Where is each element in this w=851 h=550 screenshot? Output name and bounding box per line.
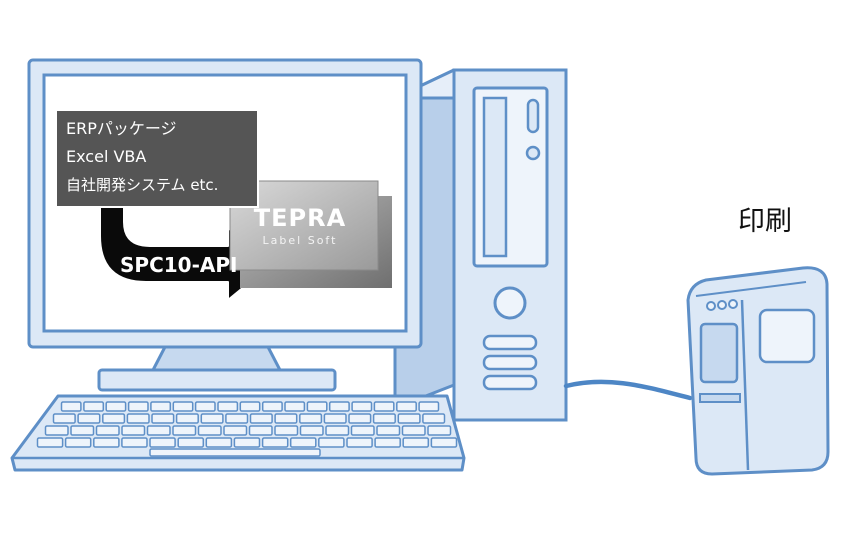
keyboard-key bbox=[374, 437, 401, 448]
pc-tower bbox=[393, 68, 568, 422]
power-button bbox=[493, 286, 527, 320]
tower-vents bbox=[482, 334, 538, 391]
label-printer bbox=[686, 266, 830, 476]
keyboard-key bbox=[64, 437, 92, 448]
keyboard-key bbox=[401, 425, 426, 436]
keyboard bbox=[10, 394, 466, 472]
usb-cable bbox=[563, 379, 693, 401]
keyboard-key bbox=[325, 425, 350, 436]
keyboard-key bbox=[372, 413, 396, 424]
keyboard-key bbox=[233, 437, 261, 448]
keyboard-key bbox=[351, 401, 373, 412]
keyboard-key bbox=[126, 413, 150, 424]
api-label: SPC10-API bbox=[120, 253, 237, 277]
keyboard-key bbox=[225, 413, 249, 424]
keyboard-key bbox=[397, 413, 421, 424]
keyboard-key bbox=[102, 413, 126, 424]
keyboard-key bbox=[422, 413, 446, 424]
keyboard-key bbox=[274, 413, 298, 424]
keyboard-key bbox=[121, 437, 148, 448]
keyboard-key bbox=[177, 437, 205, 448]
app-line-excel-vba: Excel VBA bbox=[66, 147, 146, 166]
printer-window bbox=[758, 308, 816, 364]
small-button bbox=[525, 145, 541, 161]
keyboard-key bbox=[77, 413, 101, 424]
printer-front-panel bbox=[699, 322, 739, 384]
keyboard-key bbox=[261, 437, 289, 448]
keyboard-key bbox=[194, 401, 216, 412]
keyboard-key bbox=[284, 401, 306, 412]
keyboard-key bbox=[299, 425, 324, 436]
keyboard-key bbox=[306, 401, 328, 412]
keyboard-key bbox=[249, 413, 273, 424]
app-line-erp: ERPパッケージ bbox=[66, 119, 177, 138]
print-label: 印刷 bbox=[738, 206, 792, 237]
tepra-logo: TEPRA bbox=[254, 204, 346, 232]
tape-outlet bbox=[699, 393, 741, 403]
indicator-led bbox=[526, 98, 540, 134]
keyboard-key bbox=[346, 437, 373, 448]
keyboard-key bbox=[248, 425, 273, 436]
keyboard-key bbox=[121, 425, 146, 436]
keyboard-key bbox=[175, 413, 199, 424]
keyboard-key bbox=[274, 425, 299, 436]
keyboard-key bbox=[299, 413, 323, 424]
keyboard-key bbox=[261, 401, 283, 412]
keyboard-key bbox=[52, 413, 76, 424]
keyboard-key bbox=[318, 437, 345, 448]
keyboard-key bbox=[172, 425, 197, 436]
keyboard-key bbox=[373, 401, 395, 412]
application-box: ERPパッケージ Excel VBA 自社開発システム etc. bbox=[55, 109, 259, 208]
keyboard-key bbox=[427, 425, 452, 436]
keyboard-key bbox=[146, 425, 171, 436]
keyboard-key bbox=[396, 401, 417, 412]
keyboard-key bbox=[402, 437, 430, 448]
tepra-subtitle: Label Soft bbox=[263, 234, 338, 247]
keyboard-key bbox=[348, 413, 372, 424]
spacebar-key bbox=[149, 448, 321, 457]
keyboard-key bbox=[83, 401, 105, 412]
keyboard-key bbox=[217, 401, 239, 412]
keyboard-key bbox=[239, 401, 261, 412]
app-line-inhouse-system: 自社開発システム etc. bbox=[66, 176, 218, 194]
keyboard-key bbox=[172, 401, 194, 412]
keyboard-key bbox=[150, 401, 172, 412]
keyboard-key bbox=[328, 401, 350, 412]
keyboard-key bbox=[350, 425, 375, 436]
keyboard-key bbox=[44, 425, 69, 436]
keyboard-key bbox=[376, 425, 401, 436]
optical-drive-slot bbox=[482, 96, 508, 258]
keyboard-keys bbox=[36, 401, 458, 457]
keyboard-key bbox=[197, 425, 222, 436]
keyboard-key bbox=[430, 437, 458, 448]
keyboard-key bbox=[323, 413, 347, 424]
keyboard-key bbox=[105, 401, 127, 412]
printer-cut-icon bbox=[728, 299, 738, 309]
keyboard-key bbox=[205, 437, 233, 448]
keyboard-key bbox=[289, 437, 317, 448]
keyboard-key bbox=[418, 401, 440, 412]
tepra-label-soft-card: TEPRA Label Soft bbox=[229, 180, 392, 288]
keyboard-key bbox=[60, 401, 82, 412]
keyboard-key bbox=[151, 413, 175, 424]
printer-feed-icon bbox=[717, 300, 727, 310]
keyboard-key bbox=[93, 437, 120, 448]
keyboard-key bbox=[70, 425, 95, 436]
keyboard-key bbox=[149, 437, 176, 448]
keyboard-key bbox=[127, 401, 149, 412]
keyboard-key bbox=[36, 437, 64, 448]
keyboard-key bbox=[223, 425, 248, 436]
keyboard-key bbox=[200, 413, 224, 424]
keyboard-key bbox=[95, 425, 120, 436]
printer-power-icon bbox=[706, 301, 716, 311]
